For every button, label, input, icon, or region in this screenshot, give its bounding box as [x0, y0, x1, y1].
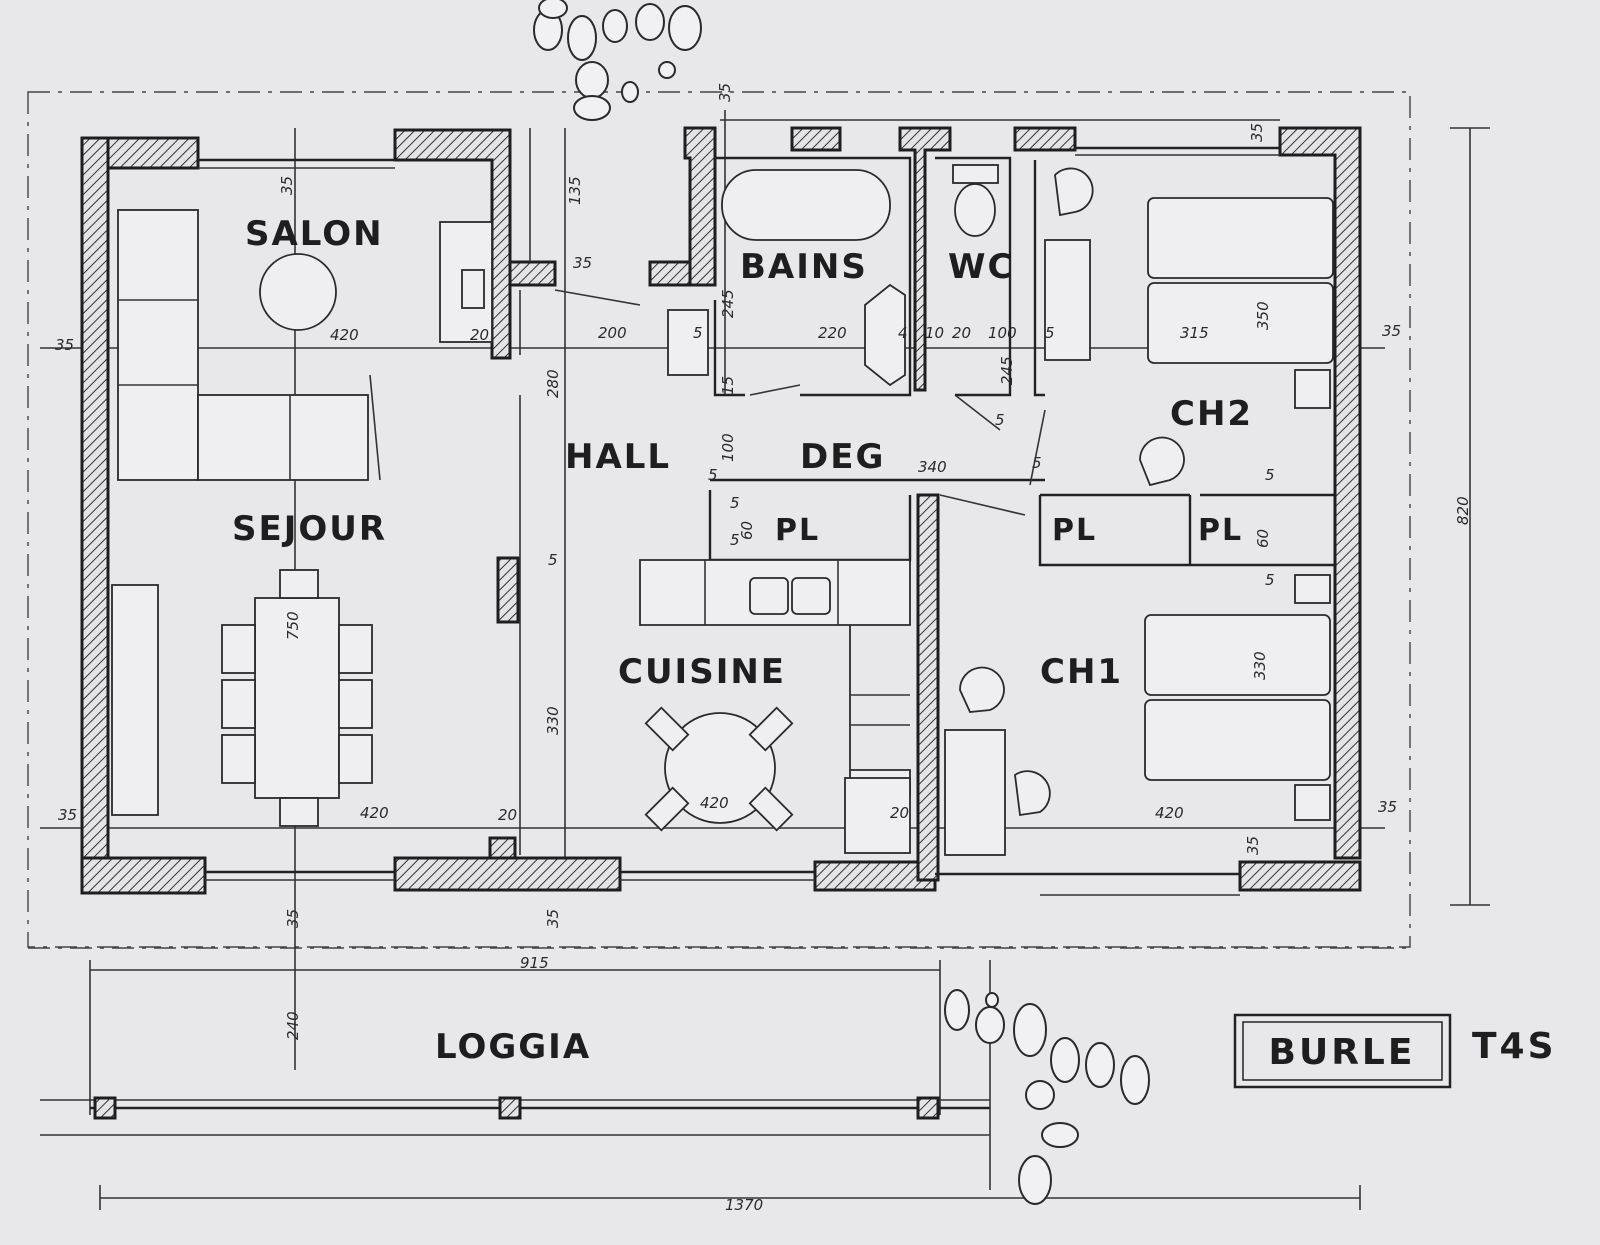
- dim-label: 10: [925, 324, 944, 342]
- loggia-structure: [89, 960, 991, 1190]
- dim-label: 280: [544, 369, 562, 398]
- room-label-pl-1: PL: [775, 513, 820, 548]
- loggia-post-right: [916, 1096, 940, 1120]
- dim-label: 60: [738, 521, 756, 540]
- title-name: BURLE: [1269, 1032, 1416, 1073]
- bath-furniture: [667, 164, 999, 387]
- dim-label: 340: [918, 458, 947, 476]
- interior-partitions: [519, 128, 1335, 855]
- dim-label: 1370: [725, 1196, 763, 1214]
- dim-label: 20: [890, 804, 909, 822]
- dim-label: 4: [898, 324, 908, 342]
- dim-label: 20: [498, 806, 517, 824]
- salon-table: [259, 253, 337, 331]
- exterior-walls: [80, 126, 1362, 895]
- dim-label: 330: [544, 706, 562, 735]
- dim-label: 220: [818, 324, 847, 342]
- dim-label: 750: [284, 611, 302, 640]
- room-label-pl-3: PL: [1198, 513, 1243, 548]
- dim-label: 5: [708, 466, 718, 484]
- room-label-salon: SALON: [245, 214, 384, 254]
- dim-label: 420: [330, 326, 359, 344]
- dim-label: 5: [1265, 466, 1275, 484]
- dim-label: 330: [1251, 651, 1269, 680]
- room-label-cuisine: CUISINE: [618, 652, 786, 692]
- dim-label: 35: [1244, 836, 1262, 855]
- dim-label: 5: [1032, 454, 1042, 472]
- dim-label: 420: [700, 794, 729, 812]
- dim-label: 5: [730, 531, 740, 549]
- dim-label: 35: [58, 806, 77, 824]
- dim-label: 245: [998, 356, 1016, 385]
- loggia-post-center: [498, 1096, 522, 1120]
- dim-label: 20: [470, 326, 489, 344]
- dim-label: 100: [988, 324, 1017, 342]
- dim-label: 245: [719, 289, 737, 318]
- dim-label: 915: [520, 954, 549, 972]
- windows: [198, 146, 1280, 896]
- dim-label: 5: [995, 411, 1005, 429]
- toilet: [954, 183, 996, 237]
- dim-label: 15: [719, 376, 737, 395]
- dim-label: 5: [730, 494, 740, 512]
- dim-label: 100: [719, 433, 737, 462]
- stepping-stones-top: [533, 0, 702, 121]
- dining-furniture: [111, 569, 373, 827]
- kitchen-table: [664, 712, 776, 824]
- dimension-labels: 35 35 135 35 245 5 4 10 20 100 5 315 350…: [55, 83, 1472, 1214]
- room-label-bains: BAINS: [740, 247, 868, 287]
- room-label-deg: DEG: [800, 437, 885, 477]
- dim-label: 35: [573, 254, 592, 272]
- room-label-pl-2: PL: [1052, 513, 1097, 548]
- dim-label: 35: [716, 83, 734, 102]
- title-block: BURLE T4S: [1233, 1013, 1557, 1089]
- dim-label: 20: [952, 324, 971, 342]
- dim-label: 5: [1045, 324, 1055, 342]
- dim-label: 35: [284, 909, 302, 928]
- room-label-wc: WC: [948, 247, 1014, 287]
- dim-label: 35: [278, 176, 296, 195]
- kitchen-furniture: [639, 559, 911, 854]
- room-label-ch2: CH2: [1170, 394, 1253, 434]
- room-label-ch1: CH1: [1040, 652, 1123, 692]
- ch1-furniture: [944, 574, 1331, 856]
- room-label-hall: HALL: [565, 437, 671, 477]
- loggia-post-left: [93, 1096, 117, 1120]
- ch2-furniture: [1044, 167, 1334, 487]
- outer-axis-frame: [27, 91, 1411, 949]
- room-label-sejour: SEJOUR: [232, 509, 387, 549]
- dim-label: 350: [1254, 301, 1272, 330]
- dim-label: 5: [693, 324, 703, 342]
- dim-label: 35: [55, 336, 74, 354]
- room-label-loggia: LOGGIA: [435, 1027, 591, 1067]
- stepping-stones-bottom: [944, 989, 1150, 1205]
- dim-label: 35: [1378, 798, 1397, 816]
- dim-label: 240: [284, 1011, 302, 1040]
- room-labels: SALON BAINS WC CH2 HALL DEG SEJOUR PL PL…: [232, 214, 1253, 1067]
- dim-label: 35: [1382, 322, 1401, 340]
- dim-label: 60: [1254, 529, 1272, 548]
- dim-label: 35: [1248, 123, 1266, 142]
- dim-label: 135: [566, 176, 584, 205]
- title-model: T4S: [1472, 1026, 1557, 1067]
- dim-label: 820: [1454, 496, 1472, 525]
- dim-label: 420: [360, 804, 389, 822]
- dim-label: 420: [1155, 804, 1184, 822]
- dim-label: 35: [544, 909, 562, 928]
- salon-furniture: [117, 209, 493, 481]
- dim-label: 5: [548, 551, 558, 569]
- dim-label: 200: [598, 324, 627, 342]
- dim-label: 315: [1180, 324, 1209, 342]
- dim-label: 5: [1265, 571, 1275, 589]
